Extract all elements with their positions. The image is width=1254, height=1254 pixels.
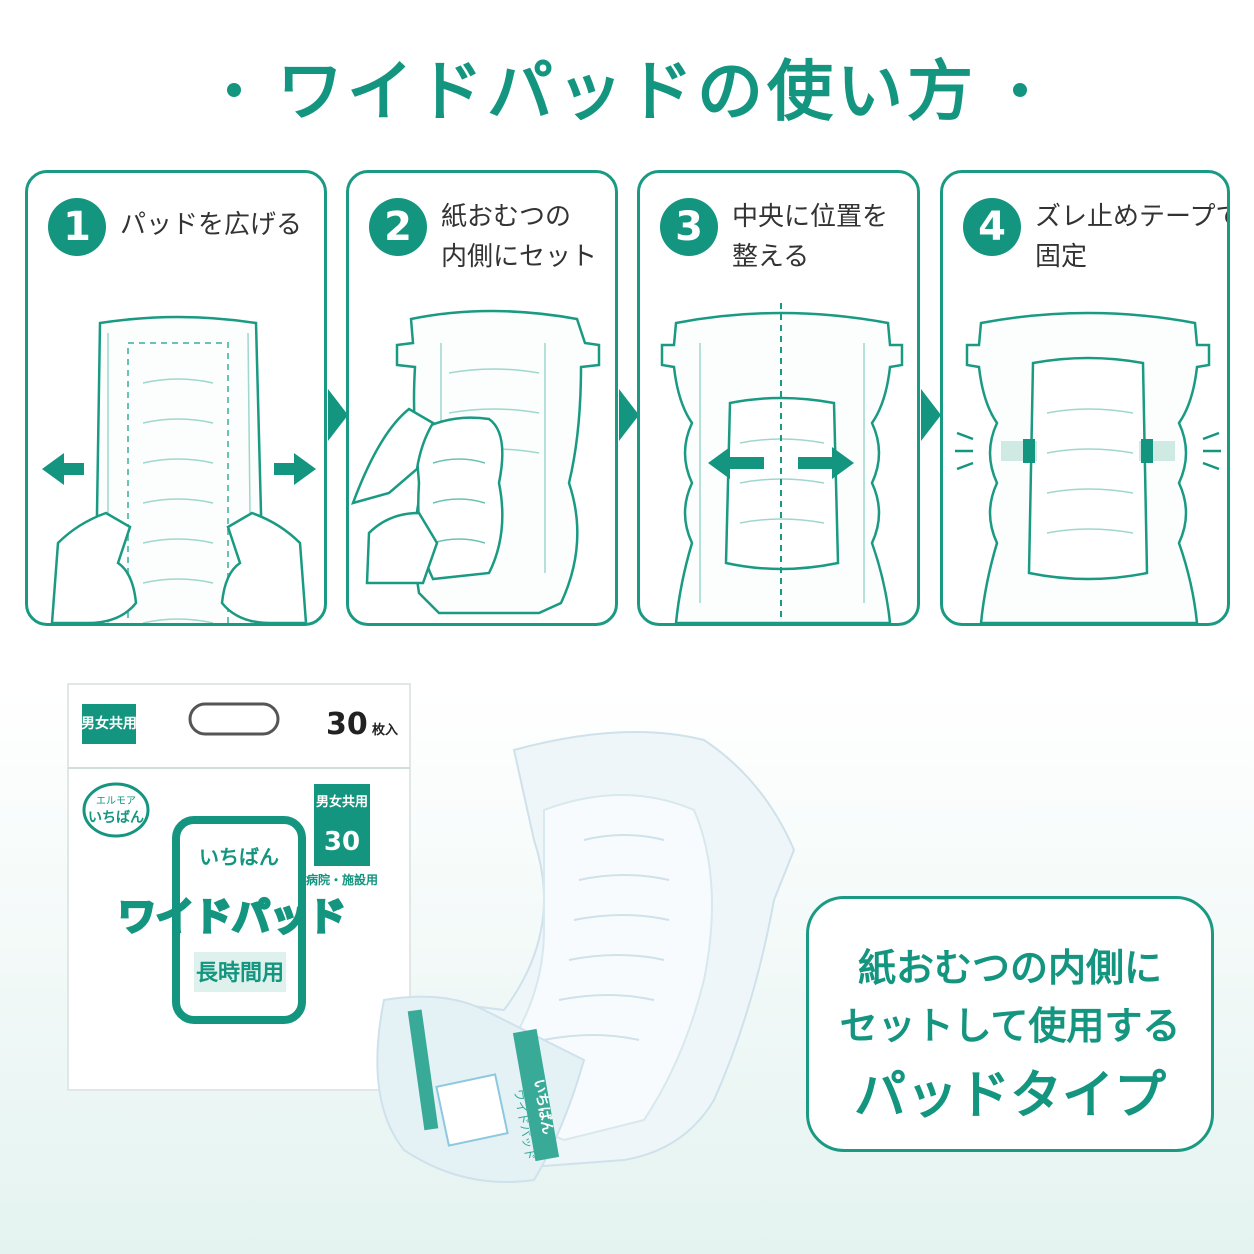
bullet-dot-left <box>227 82 241 97</box>
wide-pad-product: いちばん ワイドパッド <box>376 731 796 1183</box>
pad-type-callout: 紙おむつの内側に セットして使用する パッドタイプ <box>806 896 1214 1152</box>
bullet-dot-right <box>1013 82 1027 97</box>
spread-pad-illustration <box>42 313 316 623</box>
callout-line-3: パッドタイプ <box>853 1066 1166 1126</box>
product-package: 男女共用 30 枚入 エルモア いちばん いちばん 男女共用 30 病院・施設用… <box>67 683 411 1091</box>
step-card-1: 1 パッドを広げる <box>25 170 327 626</box>
center-pad-illustration <box>660 303 904 623</box>
step-text: 中央に位置を 整える <box>732 202 889 272</box>
step-number: 3 <box>660 198 718 256</box>
package-badge-right: 男女共用 <box>316 794 368 810</box>
step-text: ズレ止めテープで 固定 <box>1035 202 1230 272</box>
step-number: 4 <box>963 198 1021 256</box>
step-arrow-3 <box>921 389 941 441</box>
package-count-right: 30 <box>324 827 360 857</box>
step-number: 1 <box>48 198 106 256</box>
step-text: 紙おむつの 内側にセット <box>441 202 598 272</box>
package-count-top: 30 <box>326 707 368 742</box>
step-card-2: 2 紙おむつの 内側にセット <box>346 170 618 626</box>
page-title: ワイドパッドの使い方 <box>0 38 1254 134</box>
step-card-3: 3 中央に位置を 整える <box>637 170 920 626</box>
brand-logo: いちばん <box>88 810 144 826</box>
package-badge-top: 男女共用 <box>81 715 137 732</box>
step-text: パッドを広げる <box>120 210 303 240</box>
callout-line-2: セットして使用する <box>839 1004 1181 1048</box>
step-card-4: 4 ズレ止めテープで 固定 <box>940 170 1230 626</box>
fix-tape-illustration <box>955 311 1221 623</box>
product-illustration: 男女共用 30 枚入 エルモア いちばん いちばん 男女共用 30 病院・施設用… <box>67 683 796 1183</box>
package-subtitle: 長時間用 <box>196 961 284 986</box>
step-number: 2 <box>369 198 427 256</box>
package-usage: 病院・施設用 <box>306 872 378 887</box>
step-arrow-2 <box>619 389 639 441</box>
callout-line-1: 紙おむつの内側に <box>857 946 1162 990</box>
package-brand: いちばん <box>199 845 279 869</box>
package-product-name: ワイドパッド <box>118 895 346 939</box>
step-arrow-1 <box>328 389 348 441</box>
brand-small: エルモア <box>96 796 136 807</box>
package-count-unit: 枚入 <box>372 722 398 738</box>
insert-pad-illustration <box>350 309 601 615</box>
